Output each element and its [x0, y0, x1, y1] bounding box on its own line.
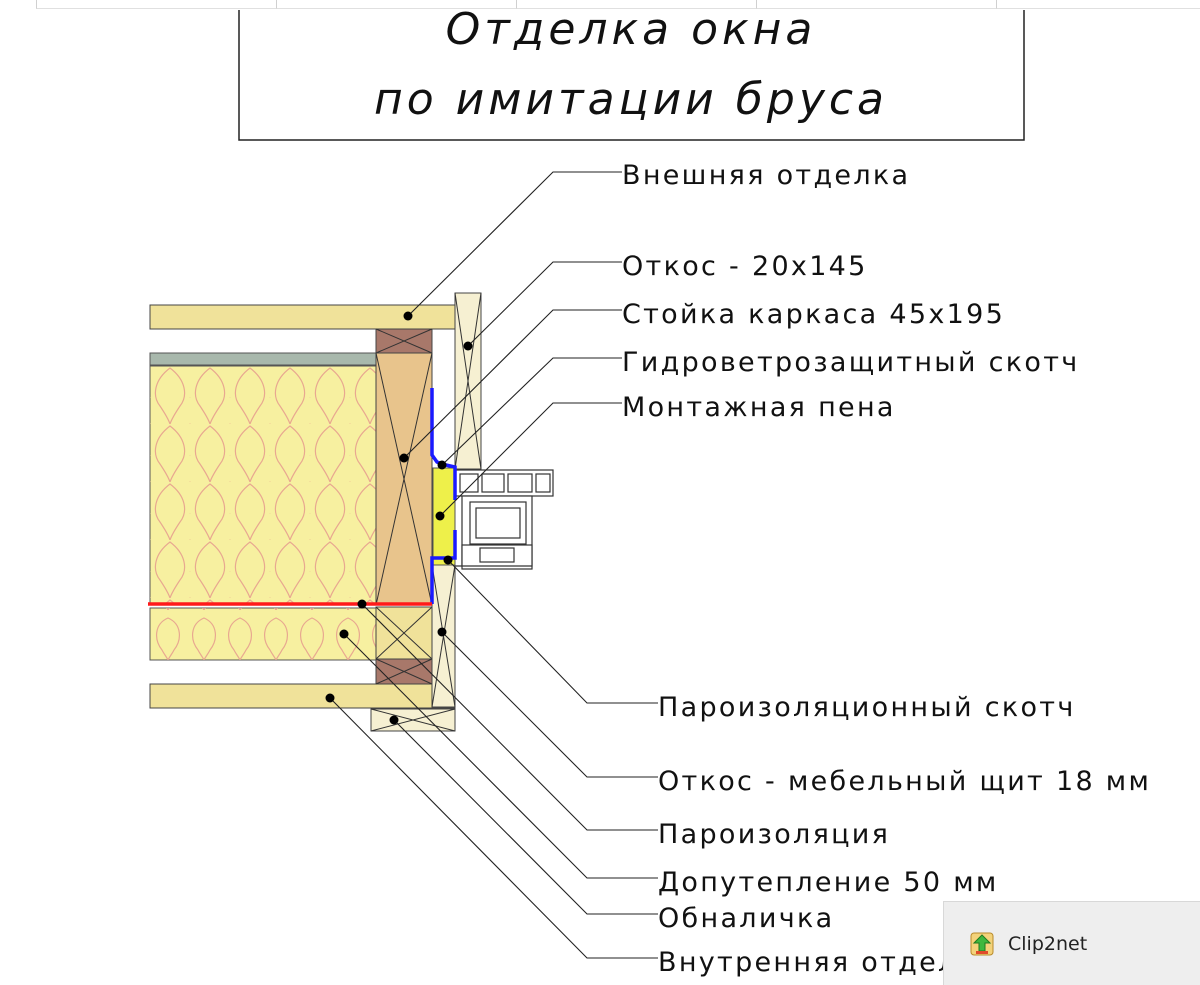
label-foam: Монтажная пена — [622, 392, 896, 423]
tab-divider — [276, 0, 517, 9]
frame-post — [375, 352, 433, 606]
label-inner-finish: Внутренняя отдел — [658, 947, 958, 978]
tab-divider — [996, 0, 1200, 9]
upper-batten-block — [375, 328, 433, 354]
main-insulation-pattern — [150, 366, 376, 604]
label-extra-insulation: Допутепление 50 мм — [658, 867, 999, 898]
outer-slope — [454, 292, 482, 470]
tab-divider — [36, 0, 277, 9]
label-vapor-barrier: Пароизоляция — [658, 819, 890, 850]
leader-dots — [325, 311, 473, 725]
window-profile — [454, 469, 554, 570]
label-slope-outer: Откос - 20х145 — [622, 251, 868, 282]
extra-insulation-pattern — [150, 608, 376, 660]
inner-finish-board — [149, 683, 456, 709]
title-box: Отделка окна по имитации бруса — [238, 4, 1025, 141]
casing — [370, 708, 456, 732]
tab-divider — [516, 0, 757, 9]
label-casing: Обналичка — [658, 903, 834, 934]
label-vapor-tape: Пароизоляционный скотч — [658, 692, 1076, 723]
label-slope-inner: Откос - мебельный щит 18 мм — [658, 766, 1151, 797]
clip2net-popup[interactable]: Clip2net — [943, 901, 1200, 985]
tab-divider — [756, 0, 997, 9]
label-outer-finish: Внешняя отделка — [622, 160, 910, 191]
title-line-2: по имитации бруса — [374, 74, 888, 125]
label-frame-post: Стойка каркаса 45х195 — [622, 299, 1005, 330]
vapor-tape-line — [430, 530, 457, 604]
lower-batten-block — [375, 658, 433, 685]
title-line-1: Отделка окна — [446, 4, 817, 55]
top-tab-strip — [0, 0, 1200, 10]
upload-arrow-icon — [970, 932, 994, 956]
lower-batten-light — [375, 606, 433, 660]
label-wind-tape: Гидроветрозащитный скотч — [622, 347, 1080, 378]
leader-lines — [329, 171, 658, 959]
clip2net-label[interactable]: Clip2net — [1008, 933, 1088, 955]
